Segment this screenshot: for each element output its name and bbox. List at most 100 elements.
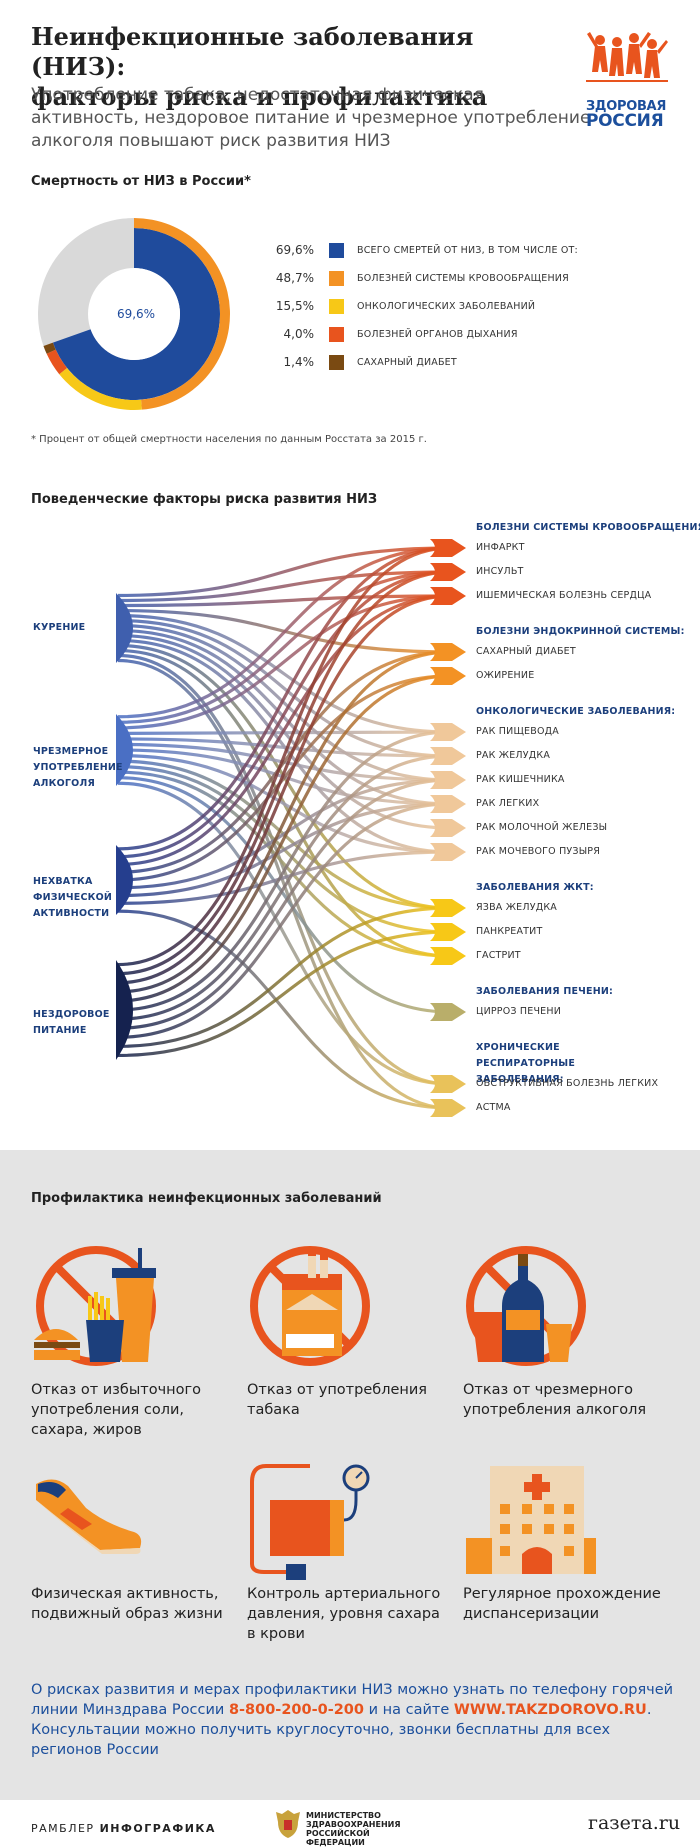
- sankey-link-3-5: [117, 730, 451, 1012]
- donut-hole: [88, 268, 180, 360]
- mortality-donut-chart: 69,6%: [37, 218, 231, 410]
- source-label-smoking: КУРЕНИЕ: [33, 622, 86, 633]
- sankey-target-arrow-5: [430, 667, 466, 685]
- clinic-icon: [466, 1466, 596, 1574]
- sankey-link-0-5: [117, 613, 451, 734]
- sankey-link-2-8: [117, 802, 451, 898]
- sankey-target-arrow-2: [430, 563, 466, 581]
- target-label-13: ПАНКРЕАТИТ: [476, 926, 543, 937]
- donut-outer-slice-4: [43, 342, 56, 354]
- sankey-link-0-2: [117, 594, 451, 608]
- sankey-link-1-6: [117, 737, 451, 758]
- sankey-link-0-0: [117, 546, 451, 598]
- risk-section-title: Поведенческие факторы риска развития НИЗ: [31, 492, 378, 507]
- sankey-target-arrow-9: [430, 795, 466, 813]
- target-group-label-2: БОЛЕЗНИ ЭНДОКРИННОЙ СИСТЕМЫ:: [476, 626, 685, 637]
- legend-value: 4,0%: [283, 327, 315, 341]
- sankey-link-0-6: [117, 618, 451, 758]
- page-title-line-1: Неинфекционные заболевания (НИЗ):: [31, 22, 474, 81]
- prevention-section-title: Профилактика неинфекционных заболеваний: [31, 1191, 382, 1206]
- sankey-target-arrow-13: [430, 923, 466, 941]
- target-label-1: ИНФАРКТ: [476, 542, 525, 553]
- infographics-word: ИНФОГРАФИКА: [99, 1822, 216, 1835]
- sankey-target-arrow-16: [430, 1075, 466, 1093]
- legend-row-1: 69,6% ВСЕГО СМЕРТЕЙ ОТ НИЗ, В ТОМ ЧИСЛЕ О…: [250, 241, 630, 261]
- hotline-info: О рисках развития и мерах профилактики Н…: [31, 1680, 681, 1760]
- sankey-target-arrow-8: [430, 771, 466, 789]
- sankey-source-bar-4: [116, 960, 133, 1060]
- hotline-text-2: и на сайте: [364, 1702, 454, 1718]
- legend-row-4: 4,0%БОЛЕЗНЕЙ ОРГАНОВ ДЫХАНИЯ: [250, 325, 630, 345]
- sankey-link-3-8: [117, 802, 451, 1039]
- people-icon: [586, 32, 668, 82]
- sankey-link-0-1: [117, 570, 451, 603]
- source-label-alcohol: ЧРЕЗМЕРНОЕ УПОТРЕБЛЕНИЕ АЛКОГОЛЯ: [33, 746, 123, 789]
- target-label-14: ГАСТРИТ: [476, 950, 521, 961]
- source-label-activity: НЕХВАТКА ФИЗИЧЕСКОЙ АКТИВНОСТИ: [33, 876, 113, 919]
- risk-sankey-chart: [116, 539, 466, 1117]
- prevention-card-2-text: Отказ от употребления табака: [247, 1382, 428, 1418]
- sankey-target-arrow-14: [430, 947, 466, 965]
- legend-swatch: [329, 271, 344, 286]
- sankey-target-arrow-11: [430, 843, 466, 861]
- target-group-label-6: ХРОНИЧЕСКИЕ РЕСПИРАТОРНЫЕ ЗАБОЛЕВАНИЯ:: [476, 1042, 576, 1085]
- prevention-card-6-text: Регулярное прохождение диспансеризации: [463, 1586, 661, 1622]
- sankey-link-1-14: [117, 776, 451, 1014]
- sankey-link-2-0: [117, 546, 451, 851]
- hotline-text-3: . Консультации можно получить круглосуто…: [31, 1702, 652, 1758]
- sankey-target-arrow-6: [430, 723, 466, 741]
- page-title-line-2: факторы риска и профилактика: [31, 82, 488, 111]
- sneaker-icon: [36, 1479, 142, 1554]
- hotline-phone: 8-800-200-0-200: [228, 1702, 364, 1718]
- hotline-site: WWW.TAKZDOROVO.RU: [453, 1702, 647, 1718]
- sankey-link-1-13: [117, 770, 451, 958]
- no-smoking-icon: [250, 1246, 370, 1366]
- donut-outer-slice-1: [134, 218, 231, 410]
- no-alcohol-icon: [466, 1246, 586, 1366]
- legend-row-2: 48,7%БОЛЕЗНЕЙ СИСТЕМЫ КРОВООБРАЩЕНИЯ: [250, 269, 630, 289]
- donut-outer-slice-3: [46, 349, 68, 375]
- footer-divider: [0, 1798, 700, 1800]
- target-group-label-1: БОЛЕЗНИ СИСТЕМЫ КРОВООБРАЩЕНИЯ:: [476, 522, 700, 533]
- sankey-link-3-4: [117, 674, 451, 1003]
- target-group-label-3: ОНКОЛОГИЧЕСКИЕ ЗАБОЛЕВАНИЯ:: [476, 706, 676, 717]
- target-label-17: АСТМА: [476, 1102, 511, 1113]
- sankey-target-arrow-12: [430, 899, 466, 917]
- ministry-label: МИНИСТЕРСТВО ЗДРАВООХРАНЕНИЯ РОССИЙСКОЙ …: [306, 1811, 401, 1847]
- legend-label: ВСЕГО СМЕРТЕЙ ОТ НИЗ, В ТОМ ЧИСЛЕ ОТ:: [357, 245, 578, 256]
- mortality-footnote: * Процент от общей смертности населения …: [31, 434, 427, 445]
- target-label-2: ИНСУЛЬТ: [476, 566, 524, 577]
- logo-line-2: РОССИЯ: [586, 111, 664, 131]
- sankey-link-1-10: [117, 753, 451, 854]
- sankey-link-2-3: [117, 650, 451, 874]
- sankey-source-bars: [116, 593, 133, 1060]
- target-label-12: ЯЗВА ЖЕЛУДКА: [476, 902, 557, 913]
- donut-center-label: 69,6%: [117, 307, 155, 321]
- sankey-target-arrow-15: [430, 1003, 466, 1021]
- sankey-target-arrow-17: [430, 1099, 466, 1117]
- mortality-section-title: Смертность от НИЗ в России*: [31, 174, 251, 189]
- target-label-6: РАК ПИЩЕВОДА: [476, 726, 559, 737]
- target-label-11: РАК МОЧЕВОГО ПУЗЫРЯ: [476, 846, 601, 857]
- prevention-card-5-text: Контроль артериального давления, уровня …: [247, 1586, 441, 1642]
- sankey-source-bar-1: [116, 593, 133, 663]
- sankey-link-3-11: [117, 906, 451, 1048]
- legend-value: 69,6%: [275, 243, 314, 257]
- rambler-word: РАМБЛЕР: [31, 1822, 95, 1835]
- legend-swatch: [329, 355, 344, 370]
- target-label-9: РАК ЛЕГКИХ: [476, 798, 540, 809]
- rambler-infographics-logo: РАМБЛЕР ИНФОГРАФИКА: [31, 1822, 216, 1835]
- sankey-link-3-0: [117, 546, 451, 967]
- sankey-target-arrows: [430, 539, 466, 1117]
- legend-label: БОЛЕЗНЕЙ СИСТЕМЫ КРОВООБРАЩЕНИЯ: [357, 273, 569, 284]
- source-label-diet: НЕЗДОРОВОЕ ПИТАНИЕ: [33, 1009, 110, 1036]
- donut-total-slice: [52, 228, 220, 400]
- hotline-text-1: О рисках развития и мерах профилактики Н…: [31, 1682, 674, 1718]
- sankey-links: [117, 546, 451, 1110]
- target-label-10: РАК МОЛОЧНОЙ ЖЕЛЕЗЫ: [476, 822, 608, 833]
- prevention-card-3-text: Отказ от чрезмерного употребления алкого…: [463, 1382, 647, 1418]
- target-label-15: ЦИРРОЗ ПЕЧЕНИ: [476, 1006, 562, 1017]
- legend-row-5: 1,4%САХАРНЫЙ ДИАБЕТ: [250, 353, 630, 373]
- page-title: Неинфекционные заболевания (НИЗ): фактор…: [31, 22, 571, 112]
- legend-label: САХАРНЫЙ ДИАБЕТ: [357, 357, 457, 368]
